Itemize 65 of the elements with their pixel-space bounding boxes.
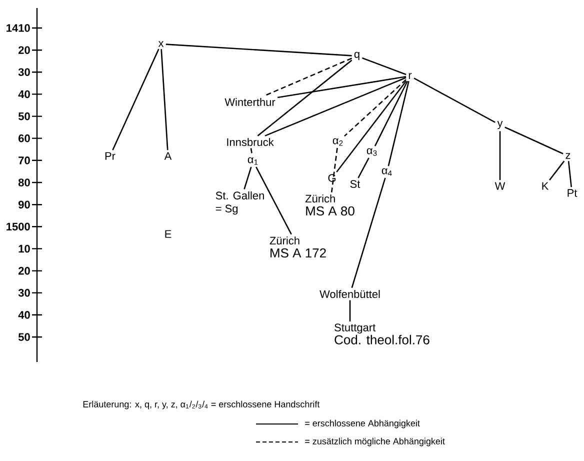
year-label: 90: [18, 200, 30, 208]
manuscript-label: Zürich MS A 172: [270, 236, 326, 258]
legend-text: Erläuterung: x, q, r, y, z, α$_{1}$/$_{2}$/$_{3}$/$_{4}$ = erschlossene Handschrift: [83, 400, 320, 410]
legend-text: = zusätzlich mögliche Abhängigkeit: [305, 438, 445, 446]
year-label: 20: [18, 266, 30, 275]
stemma-line: [344, 79, 406, 137]
year-label: 30: [18, 68, 30, 76]
manuscript-label: Zürich MS A 80: [305, 194, 354, 216]
manuscript-label: Wolfenbüttel: [320, 290, 380, 298]
stemma-line: [277, 76, 406, 98]
stemma-line: [257, 60, 352, 136]
stemma-line: [244, 166, 252, 190]
manuscript-label: Stuttgart Cod. theol.fol.76: [334, 324, 430, 344]
stemma-line: [160, 49, 168, 150]
manuscript-label: α$_{2}$: [332, 138, 343, 146]
year-label: 80: [18, 178, 30, 186]
year-label: 1410: [6, 24, 30, 32]
year-label: 40: [18, 90, 30, 98]
stemma-line: [358, 158, 370, 178]
manuscript-label: Innsbruck: [227, 138, 274, 146]
stemma-line: [336, 80, 407, 172]
manuscript-label: A: [164, 152, 172, 160]
stemma-line: [264, 77, 406, 136]
year-label: 10: [18, 244, 30, 253]
manuscript-label: Winterthur: [224, 98, 276, 106]
manuscript-label: α$_{4}$: [382, 168, 392, 176]
year-label: 1500: [6, 222, 30, 230]
stemma-line: [388, 80, 410, 166]
stemma-line: [568, 161, 572, 188]
stemma-line: [351, 178, 386, 288]
year-label: 70: [18, 156, 30, 164]
stemma-line: [166, 44, 352, 56]
manuscript-label: q: [354, 52, 360, 60]
manuscript-label: St. Gallen = Sg: [216, 191, 264, 215]
manuscript-label: K: [542, 182, 549, 190]
year-label: 60: [18, 134, 30, 142]
stemma-line: [250, 148, 253, 156]
stemma-line: [504, 126, 564, 154]
stemma-line: [374, 80, 408, 146]
stemma-line: [264, 58, 352, 96]
manuscript-label: y: [497, 120, 503, 130]
manuscript-label: r: [408, 73, 412, 79]
manuscript-label: St: [350, 180, 360, 188]
stemma-line: [549, 160, 565, 180]
stemma-line: [349, 300, 351, 322]
stemma-line: [330, 148, 338, 192]
manuscript-label: α$_{1}$: [248, 157, 258, 165]
manuscript-label: Pr: [105, 152, 116, 160]
manuscript-label: α$_{3}$: [366, 148, 377, 156]
stemma-line: [499, 131, 501, 180]
stemma-line: [112, 48, 160, 150]
manuscript-label: x: [158, 41, 164, 47]
year-label: 40: [18, 311, 30, 319]
year-label: 20: [18, 46, 30, 54]
manuscript-label: Pt: [568, 189, 578, 197]
year-label: 50: [18, 112, 30, 120]
manuscript-label: W: [494, 182, 506, 190]
year-label: 30: [18, 288, 30, 297]
stemma-line: [362, 57, 406, 76]
stemma-line: [256, 166, 292, 235]
year-label: 50: [18, 333, 30, 341]
manuscript-label: z: [566, 153, 570, 159]
legend-text: = erschlossene Abhängigkeit: [305, 420, 420, 428]
manuscript-label: E: [165, 230, 172, 238]
stemma-line: [414, 78, 496, 123]
